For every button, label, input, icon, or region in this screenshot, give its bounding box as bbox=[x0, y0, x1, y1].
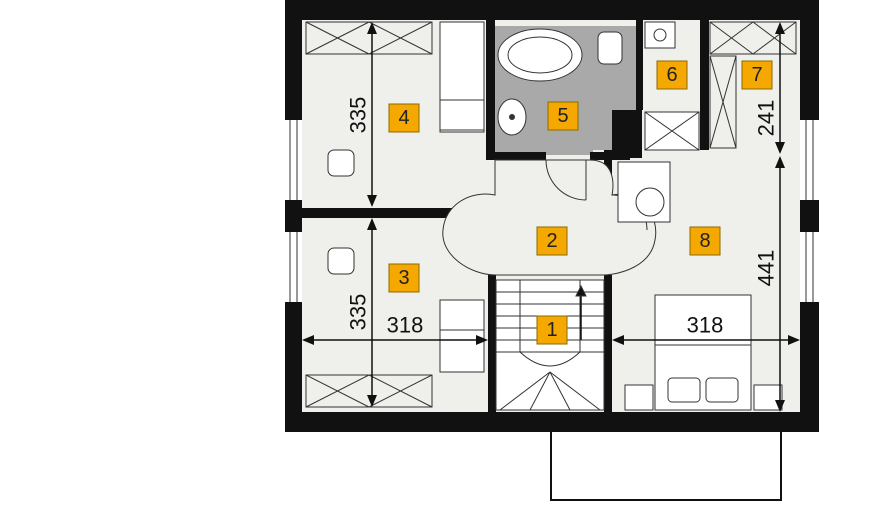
room-label-8: 8 bbox=[689, 226, 721, 256]
dim-room3-width: 318 bbox=[387, 313, 424, 338]
dim-room7-height: 241 bbox=[754, 100, 779, 137]
room-labels: 1 2 3 4 5 6 7 8 bbox=[388, 60, 773, 345]
room-number-3: 3 bbox=[398, 267, 409, 289]
room-label-1: 1 bbox=[536, 315, 568, 345]
dim-room8-width: 318 bbox=[687, 313, 724, 338]
windows bbox=[289, 120, 814, 302]
staircase bbox=[495, 279, 605, 411]
room-number-7: 7 bbox=[751, 64, 762, 86]
room-label-2: 2 bbox=[536, 226, 568, 256]
dim-room4-height: 335 bbox=[346, 97, 371, 134]
hall-shape bbox=[442, 159, 657, 276]
room-label-5: 5 bbox=[547, 101, 579, 131]
bathroom-fixtures bbox=[497, 21, 700, 223]
room-number-1: 1 bbox=[546, 319, 557, 341]
bed bbox=[624, 294, 783, 411]
wardrobes bbox=[305, 21, 797, 408]
dim-room3-height: 335 bbox=[346, 294, 371, 331]
room-label-3: 3 bbox=[388, 263, 420, 293]
room-label-6: 6 bbox=[656, 60, 688, 90]
room-number-6: 6 bbox=[666, 64, 677, 86]
room-label-4: 4 bbox=[388, 103, 420, 133]
room-number-2: 2 bbox=[546, 230, 557, 252]
dimension-lines bbox=[302, 22, 800, 412]
room-label-7: 7 bbox=[741, 60, 773, 90]
balcony bbox=[550, 429, 782, 501]
dim-room8-height: 441 bbox=[754, 250, 779, 287]
dimension-labels: 335 335 318 318 241 441 bbox=[346, 97, 779, 338]
room-number-4: 4 bbox=[398, 107, 409, 129]
room-number-5: 5 bbox=[557, 105, 568, 127]
room-number-8: 8 bbox=[699, 230, 710, 252]
